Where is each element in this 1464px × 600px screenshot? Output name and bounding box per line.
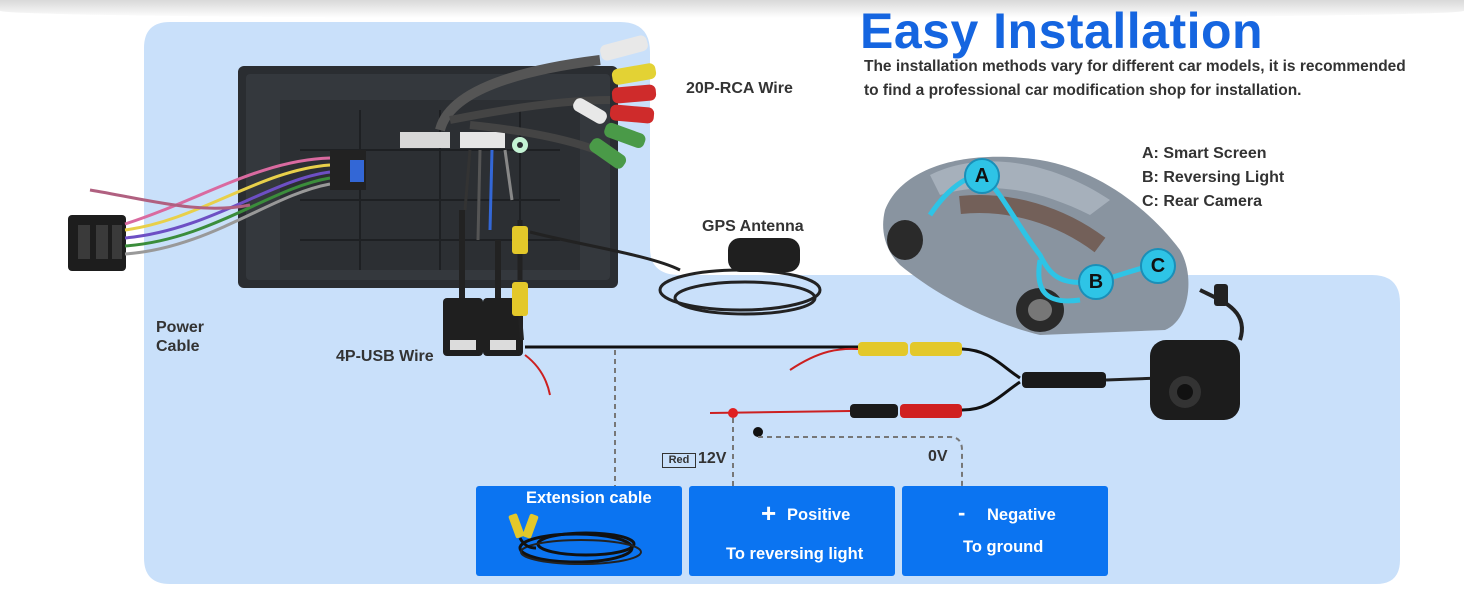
negative-box: - Negative To ground [902, 486, 1108, 576]
top-shadow [0, 0, 1464, 18]
power-cable-label: Power Cable [156, 318, 204, 356]
marker-a: A [964, 158, 1000, 194]
positive-box: + Positive To reversing light [689, 486, 895, 576]
marker-c: C [1140, 248, 1176, 284]
gps-antenna-label: GPS Antenna [702, 218, 804, 235]
extension-cable-icon [508, 513, 642, 565]
minus-icon: - [958, 500, 966, 525]
legend-item-c: C: Rear Camera [1142, 193, 1263, 210]
voltage-12v: 12V [698, 450, 727, 467]
dashed-guides [614, 350, 963, 486]
iso-connector [68, 215, 126, 271]
power-line-12v [709, 408, 851, 437]
marker-b: B [1078, 264, 1114, 300]
camera-rca-input [512, 220, 528, 341]
extension-connectors [789, 342, 1161, 418]
power-cable-label-line1: Power [156, 319, 205, 336]
legend: A: Smart Screen B: Reversing Light C: Re… [1142, 142, 1284, 214]
red-tag: Red [662, 453, 696, 468]
voltage-0v: 0V [928, 448, 948, 465]
page-title: Easy Installation [860, 3, 1264, 59]
extension-cable-box: Extension cable [476, 486, 682, 576]
legend-item-b: B: Reversing Light [1142, 169, 1285, 186]
positive-subtitle: To reversing light [726, 545, 864, 563]
negative-subtitle: To ground [963, 538, 1044, 556]
extension-cable-title: Extension cable [526, 489, 652, 507]
page-subtitle: The installation methods vary for differ… [864, 55, 1424, 103]
rca-wire-label: 20P-RCA Wire [686, 80, 793, 97]
red-wire [524, 354, 551, 396]
legend-item-a: A: Smart Screen [1142, 145, 1267, 162]
unit-wires [463, 149, 514, 241]
usb-wire-label: 4P-USB Wire [336, 348, 434, 365]
power-wires [89, 156, 331, 256]
plus-icon: + [761, 498, 777, 528]
positive-title: Positive [787, 506, 851, 524]
rear-camera [1150, 284, 1244, 420]
gps-antenna [529, 230, 822, 316]
subtitle-line-1: The installation methods vary for differ… [864, 58, 1406, 75]
usb-connectors [443, 210, 523, 356]
power-cable-label-line2: Cable [156, 338, 200, 355]
rca-bundle [435, 35, 657, 169]
subtitle-line-2: to find a professional car modification … [864, 82, 1302, 99]
negative-title: Negative [987, 506, 1056, 524]
